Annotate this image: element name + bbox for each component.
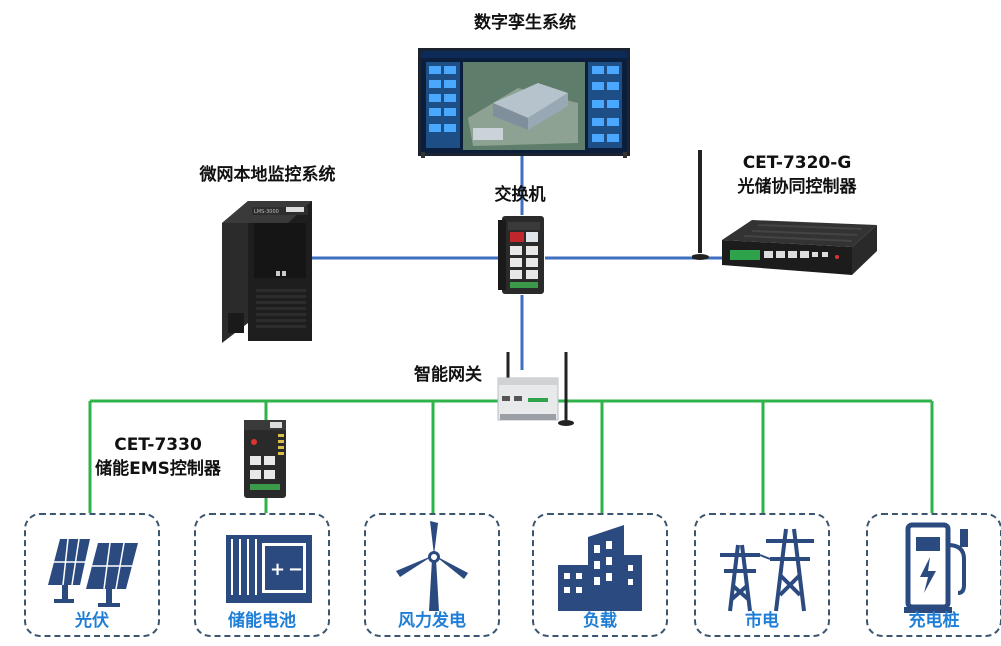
digital-twin-screen [418,48,630,158]
local-monitor-label: 微网本地监控系统 [199,165,336,185]
device-label-wind: 风力发电 [398,611,466,631]
controller-7320-model-label: CET-7320-G [742,153,852,173]
wind-turbine-icon [396,521,468,611]
svg-text:+: + [270,559,285,580]
charging-pile-icon [904,522,968,613]
switch-label: 交换机 [494,185,546,205]
gateway-label: 智能网关 [414,365,482,385]
battery-container-icon: + − [226,535,312,603]
device-box-wind: 风力发电 [364,513,500,637]
device-box-charger: 充电桩 [866,513,1001,637]
device-box-grid: 市电 [694,513,830,637]
device-label-load: 负载 [583,611,617,631]
device-label-charger: 充电桩 [908,611,960,631]
device-label-grid: 市电 [745,611,779,631]
building-icon [558,525,642,611]
power-tower-icon [720,528,814,612]
server-tower: LMS-3000 [222,201,312,343]
solar-panel-icon [48,538,138,607]
pv-storage-controller-device [692,150,877,275]
ethernet-links [310,156,725,370]
smart-gateway-device [497,352,574,426]
ems-name-label: 储能EMS控制器 [95,459,221,479]
device-box-load: 负载 [532,513,668,637]
device-label-pv: 光伏 [75,611,109,631]
svg-text:−: − [288,559,303,580]
controller-7320-name-label: 光储协同控制器 [737,177,857,197]
device-box-battery: + − 储能电池 [194,513,330,637]
ems-model-label: CET-7330 [114,435,202,455]
ems-controller-device [244,420,286,498]
device-box-pv: 光伏 [24,513,160,637]
svg-text:LMS-3000: LMS-3000 [254,209,279,215]
digital-twin-label: 数字孪生系统 [474,13,576,33]
device-label-battery: 储能电池 [228,611,296,631]
ethernet-switch [498,216,544,294]
